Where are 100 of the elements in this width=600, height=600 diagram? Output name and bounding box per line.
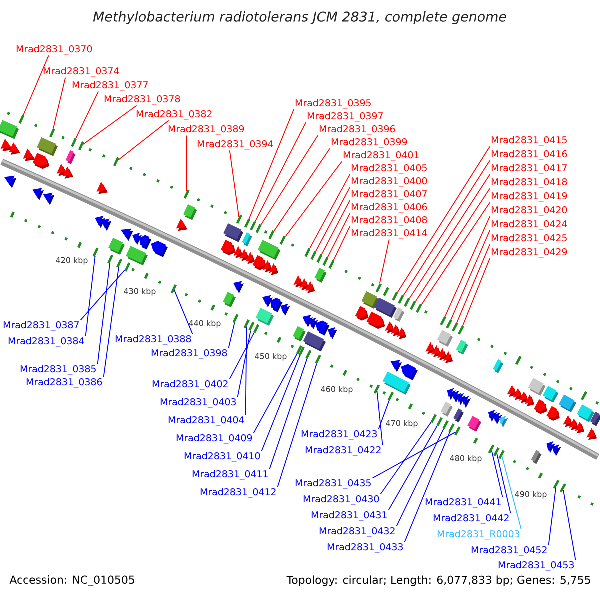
leader-line bbox=[229, 150, 240, 218]
gene-label: Mrad2831_0412 bbox=[200, 488, 276, 498]
gene-block bbox=[176, 218, 188, 232]
gene-mark bbox=[108, 254, 114, 264]
gene-box bbox=[183, 204, 198, 220]
gene-label: Mrad2831_0384 bbox=[8, 337, 84, 347]
gene-box bbox=[256, 308, 274, 326]
gene-mark bbox=[116, 258, 122, 268]
gene-box bbox=[437, 330, 454, 347]
leader-line bbox=[315, 187, 350, 252]
gene-mark bbox=[280, 236, 286, 245]
gene-block bbox=[32, 188, 44, 201]
gene-mark bbox=[248, 322, 255, 332]
leader-line bbox=[248, 109, 294, 220]
leader-line bbox=[285, 161, 342, 238]
gene-mark bbox=[448, 424, 455, 433]
footer-text: Topology: circular; Length: 6,077,833 bp; Genes: 5,755 bbox=[286, 576, 590, 586]
gene-label: Mrad2831_0419 bbox=[492, 192, 568, 202]
leader-line bbox=[228, 322, 236, 349]
gene-mark bbox=[374, 384, 380, 394]
gene-block bbox=[4, 176, 17, 188]
leader-line bbox=[260, 135, 318, 226]
leader-line bbox=[388, 425, 438, 511]
leader-line bbox=[496, 453, 512, 514]
leader-line bbox=[462, 258, 490, 327]
gene-mark bbox=[410, 301, 416, 310]
gene-mark bbox=[170, 284, 177, 294]
gene-label: Mrad2831_0378 bbox=[104, 95, 180, 105]
gene-label: Mrad2831_0408 bbox=[352, 216, 428, 226]
gene-block bbox=[101, 218, 112, 232]
leader-line bbox=[274, 148, 330, 232]
gene-box bbox=[454, 408, 464, 423]
gene-block bbox=[246, 252, 256, 264]
gene-mark bbox=[398, 294, 404, 304]
leader-line bbox=[321, 200, 350, 256]
leader-line bbox=[491, 450, 504, 498]
leader-line bbox=[444, 216, 490, 318]
gene-label: Mrad2831_0377 bbox=[72, 81, 148, 91]
gene-mark bbox=[316, 254, 323, 264]
gene-mark bbox=[50, 128, 56, 138]
gene-label: Mrad2831_0385 bbox=[20, 365, 96, 375]
gene-mark bbox=[315, 354, 322, 364]
gene-label: Mrad2831_0400 bbox=[352, 177, 428, 187]
gene-box bbox=[126, 246, 148, 266]
gene-mark bbox=[296, 346, 303, 355]
gene-label: Mrad2831_0399 bbox=[332, 138, 408, 148]
gene-label: Mrad2831_0411 bbox=[192, 470, 268, 480]
gene-mark bbox=[232, 314, 239, 324]
leader-line bbox=[548, 487, 557, 546]
gene-box bbox=[577, 404, 595, 422]
gene-block bbox=[328, 327, 338, 340]
gene-label: Mrad2831_0417 bbox=[492, 164, 567, 174]
gene-box bbox=[558, 394, 577, 413]
leader-line bbox=[396, 428, 444, 527]
gene-block bbox=[552, 444, 562, 457]
leader-line bbox=[53, 77, 66, 129]
gene-label: Mrad2831_0398 bbox=[152, 349, 228, 359]
gene-block bbox=[269, 263, 279, 276]
gene-mark bbox=[124, 262, 131, 272]
leader-line bbox=[409, 174, 490, 300]
gene-mark bbox=[298, 346, 305, 356]
leader-line bbox=[372, 432, 456, 479]
gene-label: Mrad2831_0416 bbox=[492, 150, 568, 160]
leader-line bbox=[103, 267, 120, 378]
gene-mark bbox=[560, 484, 566, 493]
leader-line bbox=[421, 202, 490, 306]
gene-block bbox=[355, 306, 369, 321]
leader-line bbox=[450, 230, 490, 320]
gene-mark bbox=[304, 248, 311, 258]
gene-label: Mrad2831_0414 bbox=[352, 229, 428, 239]
title: Methylobacterium radiotolerans JCM 2831, complete genome bbox=[93, 12, 506, 24]
gene-block bbox=[462, 396, 472, 408]
gene-label: Mrad2831_0441 bbox=[426, 498, 501, 508]
gene-label: Mrad2831_0389 bbox=[168, 125, 244, 135]
gene-box bbox=[440, 402, 453, 417]
gene-box bbox=[393, 308, 405, 322]
gene-box bbox=[468, 416, 482, 432]
gene-block bbox=[234, 281, 244, 294]
gene-box bbox=[37, 137, 58, 156]
leader-line bbox=[174, 290, 194, 335]
gene-mark bbox=[78, 141, 84, 151]
gene-label: Mrad2831_0406 bbox=[352, 203, 428, 213]
gene-block bbox=[96, 182, 108, 194]
gene-mark bbox=[256, 224, 262, 234]
leader-line bbox=[380, 422, 432, 495]
gene-box bbox=[108, 238, 125, 255]
gene-mark bbox=[236, 214, 242, 224]
gene-block bbox=[444, 351, 454, 364]
gene-label: Mrad2831_R0003 bbox=[438, 530, 520, 540]
gene-mark bbox=[310, 251, 317, 260]
gene-label: Mrad2831_0401 bbox=[344, 151, 419, 161]
gene-block bbox=[574, 422, 585, 434]
gene-mark bbox=[452, 322, 458, 332]
gene-box bbox=[66, 150, 76, 164]
leader-line bbox=[333, 226, 350, 261]
gene-mark bbox=[253, 324, 260, 334]
gene-box bbox=[531, 450, 542, 464]
gene-mark bbox=[71, 138, 78, 148]
gene-label: Mrad2831_0432 bbox=[320, 527, 395, 537]
gene-box bbox=[0, 120, 20, 140]
